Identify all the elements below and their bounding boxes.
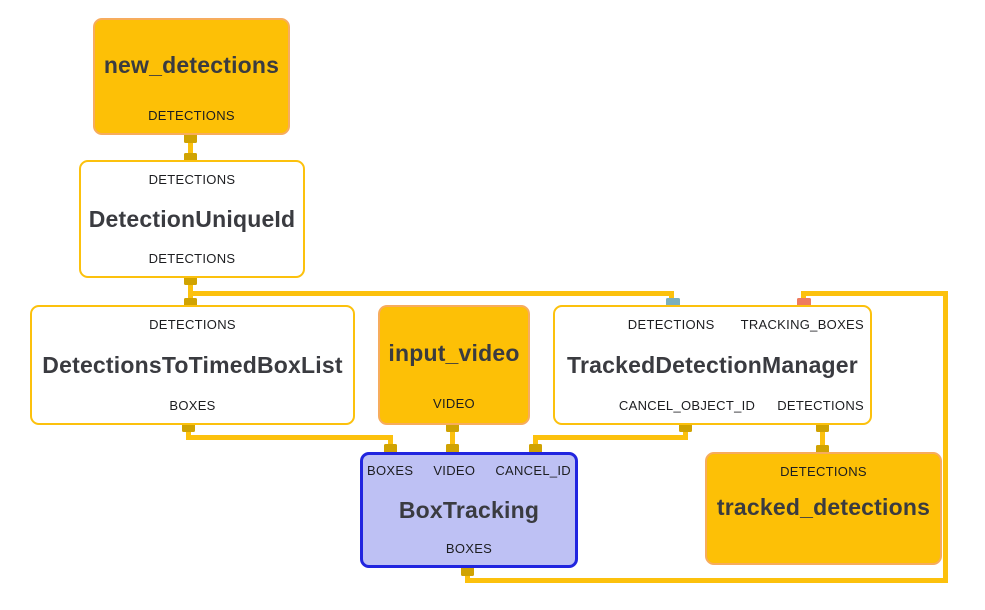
edge-segment bbox=[465, 578, 948, 583]
edge-segment bbox=[683, 425, 688, 440]
node-detection-unique-id[interactable]: DETECTIONS DetectionUniqueId DETECTIONS bbox=[79, 160, 305, 278]
edge-segment bbox=[669, 291, 674, 301]
input-port-label-video: VIDEO bbox=[433, 463, 476, 478]
output-port-label: BOXES bbox=[169, 398, 216, 413]
edge-segment bbox=[186, 435, 393, 440]
edge-segment bbox=[450, 425, 455, 452]
input-port-label: DETECTIONS bbox=[149, 317, 236, 332]
input-port-label-tracking-boxes: TRACKING_BOXES bbox=[740, 317, 864, 332]
output-port-label: BOXES bbox=[445, 541, 493, 556]
node-title: DetectionsToTimedBoxList bbox=[42, 351, 343, 378]
edge-segment bbox=[820, 425, 825, 452]
output-port-label-cancel-object-id: CANCEL_OBJECT_ID bbox=[618, 398, 756, 413]
node-box-tracking[interactable]: BOXES VIDEO CANCEL_ID BoxTracking BOXES bbox=[360, 452, 578, 568]
input-port-label: DETECTIONS bbox=[148, 172, 236, 187]
edge-segment bbox=[388, 435, 393, 451]
node-title: TrackedDetectionManager bbox=[567, 351, 858, 378]
input-port-label: DETECTIONS bbox=[780, 464, 867, 479]
edge-segment bbox=[535, 435, 688, 440]
edge-segment bbox=[188, 291, 674, 296]
output-port-label: DETECTIONS bbox=[148, 108, 235, 123]
edge-segment bbox=[533, 435, 538, 451]
node-title: input_video bbox=[388, 339, 520, 366]
edge-segment bbox=[801, 291, 806, 301]
node-detections-to-timed-box-list[interactable]: DETECTIONS DetectionsToTimedBoxList BOXE… bbox=[30, 305, 355, 425]
output-port-label: DETECTIONS bbox=[148, 251, 236, 266]
node-tracked-detection-manager[interactable]: DETECTIONS TRACKING_BOXES TrackedDetecti… bbox=[553, 305, 872, 425]
edge-segment bbox=[465, 570, 470, 583]
output-port-label-detections: DETECTIONS bbox=[777, 398, 864, 413]
node-new-detections[interactable]: new_detections DETECTIONS bbox=[93, 18, 290, 135]
node-title: DetectionUniqueId bbox=[88, 205, 296, 232]
node-title: tracked_detections bbox=[716, 494, 931, 520]
node-title: BoxTracking bbox=[398, 496, 540, 523]
edge-segment bbox=[801, 291, 948, 296]
node-tracked-detections[interactable]: DETECTIONS tracked_detections bbox=[705, 452, 942, 565]
input-port-label-detections: DETECTIONS bbox=[627, 317, 715, 332]
node-input-video[interactable]: input_video VIDEO bbox=[378, 305, 530, 425]
edge-segment bbox=[188, 135, 193, 162]
edge-segment bbox=[186, 425, 191, 440]
edge-segment bbox=[943, 291, 948, 583]
input-port-label-boxes: BOXES bbox=[367, 463, 414, 478]
input-port-label-cancel-id: CANCEL_ID bbox=[495, 463, 571, 478]
node-title: new_detections bbox=[103, 52, 280, 78]
output-port-label: VIDEO bbox=[433, 396, 475, 411]
